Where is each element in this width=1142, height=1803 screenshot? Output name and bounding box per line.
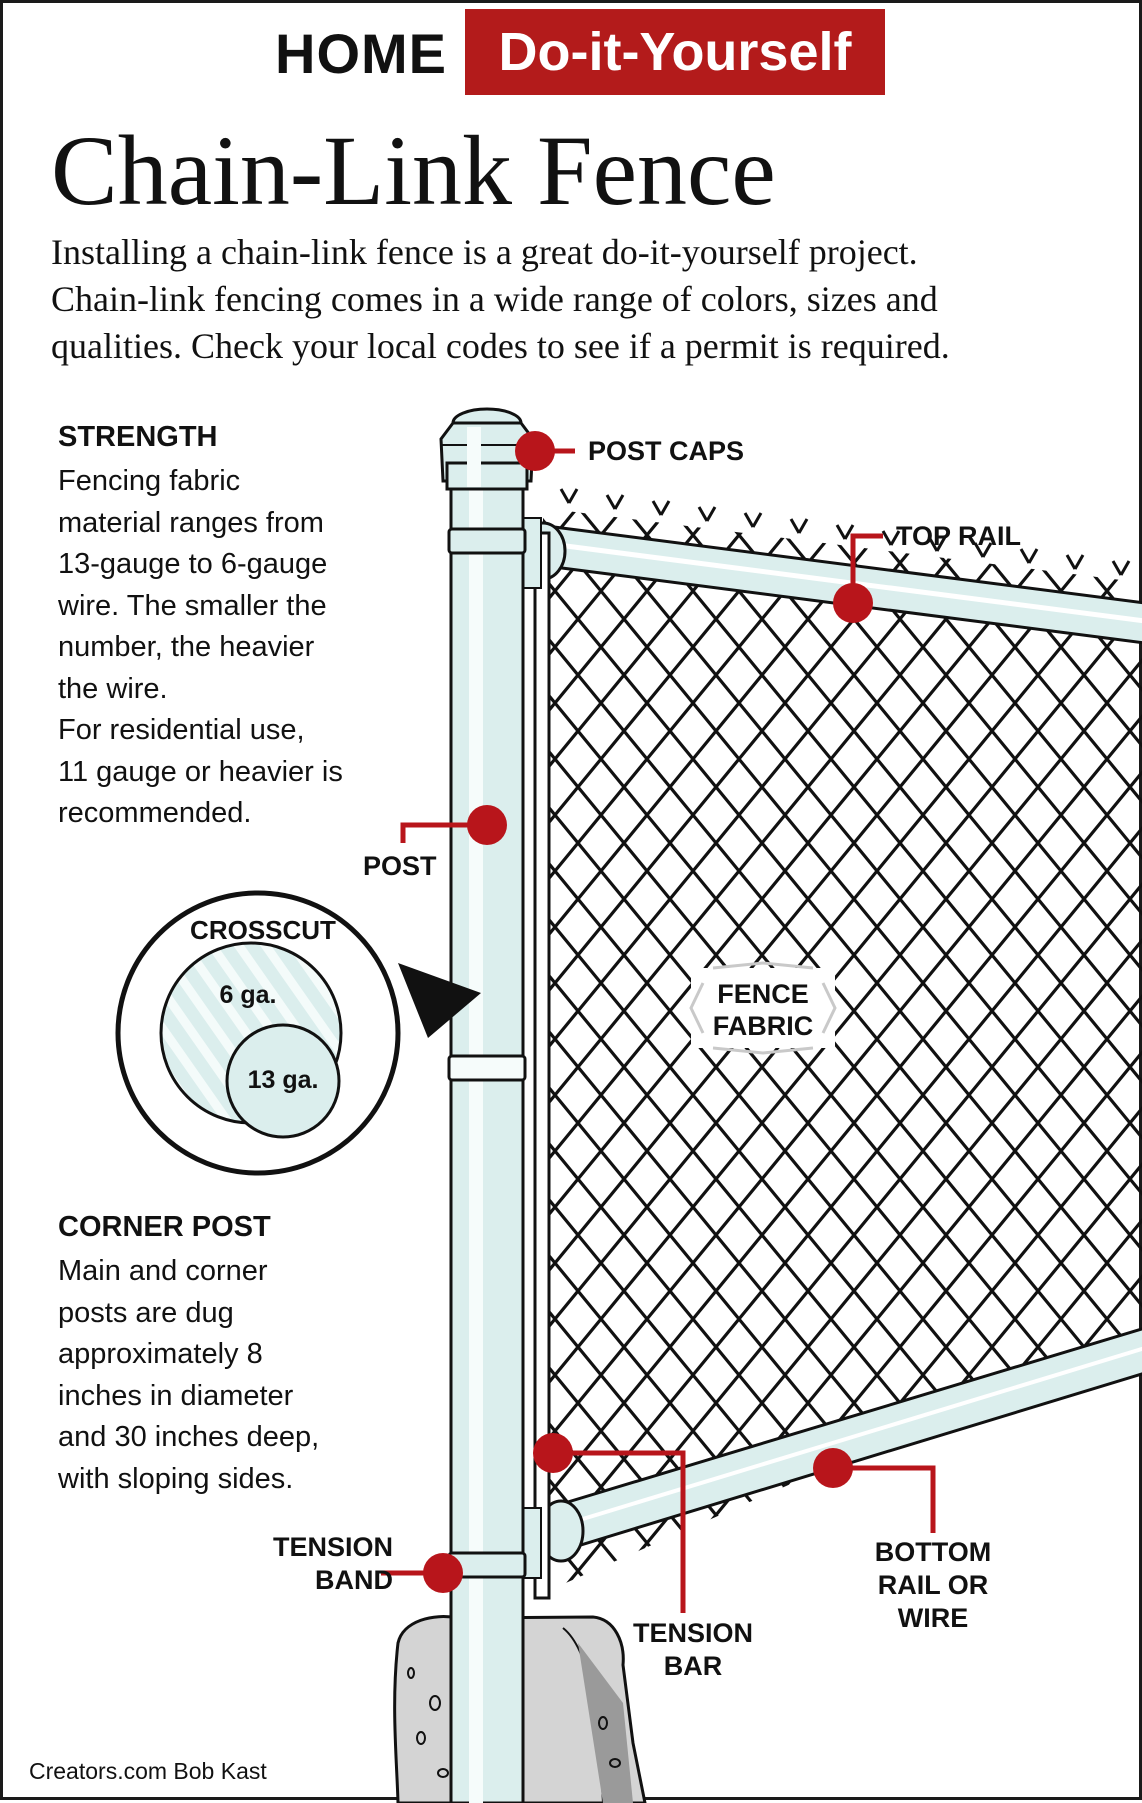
tension-bar: [518, 517, 551, 1600]
intro-line: qualities. Check your local codes to see…: [51, 326, 950, 366]
callout-post: POST: [363, 851, 437, 881]
callout-tension-bar-line: BAR: [663, 1651, 723, 1681]
corner-post-line: and 30 inches deep,: [58, 1421, 320, 1453]
callout-fence-fabric: FENCE FABRIC: [693, 978, 833, 1042]
strength-line: 11 gauge or heavier is: [58, 755, 343, 788]
crosscut-title: CROSSCUT: [190, 915, 336, 945]
callout-marker-dot: [833, 583, 873, 623]
crosscut-magnifier: [115, 890, 481, 1176]
callout-bottom-rail-line: BOTTOM: [874, 1537, 992, 1567]
intro-line: Chain-link fencing comes in a wide range…: [51, 279, 938, 319]
callout-marker-dot: [515, 431, 555, 471]
corner-post-line: with sloping sides.: [58, 1462, 294, 1495]
callout-fence-fabric-line: FABRIC: [712, 1011, 814, 1041]
intro-paragraph: Installing a chain-link fence is a great…: [51, 229, 1111, 370]
callout-marker-dot: [813, 1448, 853, 1488]
credit-line: Creators.com Bob Kast: [29, 1758, 267, 1784]
intro-line: Installing a chain-link fence is a great…: [51, 232, 918, 272]
callout-tension-bar: TENSION BAR: [618, 1617, 768, 1683]
callout-post-caps: POST CAPS: [588, 436, 745, 466]
corner-post-text: Main and corner posts are dug approximat…: [58, 1251, 319, 1500]
page-title: Chain-Link Fence: [51, 115, 776, 226]
callout-marker-dot: [467, 805, 507, 845]
callout-marker-dot: [533, 1433, 573, 1473]
strength-line: For residential use,: [58, 714, 305, 746]
strength-line: wire. The smaller the: [58, 589, 327, 622]
callout-tension-band: TENSION BAND: [248, 1531, 393, 1597]
header-diy-banner: Do-it-Yourself: [465, 9, 885, 95]
strength-line: Fencing fabric: [58, 465, 241, 497]
callout-marker-dot: [423, 1553, 463, 1593]
callout-tension-band-line: TENSION: [272, 1532, 393, 1562]
callout-bottom-rail-line: WIRE: [897, 1603, 969, 1633]
magnifier-pointer-triangle: [398, 963, 481, 1038]
strength-line: 13-gauge to 6-gauge: [58, 548, 328, 580]
crosscut-small-label: 13 ga.: [247, 1066, 319, 1094]
fence-illustration: [115, 407, 1142, 1803]
post-cap: [439, 407, 535, 491]
corner-post-line: inches in diameter: [58, 1379, 294, 1412]
crosscut-large-label: 6 ga.: [219, 981, 277, 1009]
post: [447, 481, 527, 1803]
callout-bottom-rail: BOTTOM RAIL OR WIRE: [858, 1536, 1008, 1635]
callout-tension-band-line: BAND: [315, 1565, 393, 1595]
corner-post-line: posts are dug: [58, 1296, 234, 1329]
corner-post-line: approximately 8: [58, 1338, 263, 1370]
callout-leaders: [381, 448, 936, 1613]
callout-marker-dots: [423, 431, 873, 1593]
strength-text: Fencing fabric material ranges from 13-g…: [58, 461, 343, 835]
callout-top-rail: TOP RAIL: [896, 521, 1022, 551]
corner-post-line: Main and corner: [58, 1255, 268, 1287]
strength-line: the wire.: [58, 672, 168, 705]
strength-line: number, the heavier: [58, 631, 315, 663]
strength-line: recommended.: [58, 797, 252, 829]
strength-line: material ranges from: [58, 506, 324, 539]
callout-tension-bar-line: TENSION: [632, 1618, 753, 1648]
corner-post-heading: CORNER POST: [58, 1211, 271, 1243]
callout-bottom-rail-line: RAIL OR: [877, 1570, 989, 1600]
header-home-label: HOME: [275, 22, 447, 85]
strength-heading: STRENGTH: [58, 421, 218, 453]
callout-fence-fabric-line: FENCE: [717, 979, 809, 1009]
